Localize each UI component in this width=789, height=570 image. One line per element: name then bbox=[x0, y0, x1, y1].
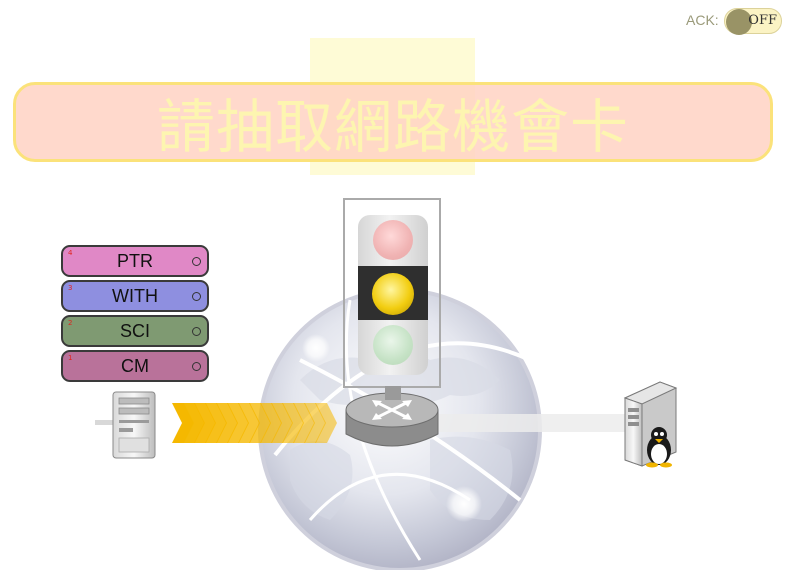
chevron-arrow-icon bbox=[315, 403, 337, 443]
layer-label: PTR bbox=[117, 250, 153, 271]
network-link bbox=[435, 414, 625, 432]
yellow-light bbox=[372, 273, 414, 315]
ack-toggle-state: OFF bbox=[748, 13, 777, 28]
layer-button-sci[interactable]: 2 SCI bbox=[61, 315, 209, 347]
ack-toggle[interactable]: OFF bbox=[724, 8, 782, 35]
traffic-light-pole bbox=[385, 386, 401, 400]
layer-label: WITH bbox=[112, 285, 158, 306]
red-light bbox=[373, 220, 413, 260]
layer-button-ptr[interactable]: 4 PTR bbox=[61, 245, 209, 277]
router-icon bbox=[345, 392, 439, 447]
client-computer-icon bbox=[95, 391, 156, 459]
layer-label: SCI bbox=[119, 320, 150, 341]
radio-indicator-icon bbox=[192, 257, 201, 266]
layer-label: CM bbox=[121, 355, 149, 376]
layer-button-with[interactable]: 3 WITH bbox=[61, 280, 209, 312]
linux-server-icon bbox=[623, 381, 678, 468]
layer-number: 3 bbox=[68, 284, 73, 292]
layer-button-cm[interactable]: 1 CM bbox=[61, 350, 209, 382]
layer-number: 2 bbox=[68, 319, 73, 327]
radio-indicator-icon bbox=[192, 292, 201, 301]
layer-number: 4 bbox=[68, 249, 73, 257]
ack-label: ACK: bbox=[686, 12, 719, 28]
data-transfer-arrows-icon bbox=[172, 403, 337, 443]
layer-number: 1 bbox=[68, 354, 73, 362]
ack-toggle-knob[interactable] bbox=[726, 9, 752, 35]
green-light bbox=[373, 325, 413, 365]
title-banner: 請抽取網路機會卡 bbox=[13, 82, 773, 162]
radio-indicator-icon bbox=[192, 327, 201, 336]
radio-indicator-icon bbox=[192, 362, 201, 371]
page-title: 請抽取網路機會卡 bbox=[156, 93, 629, 161]
